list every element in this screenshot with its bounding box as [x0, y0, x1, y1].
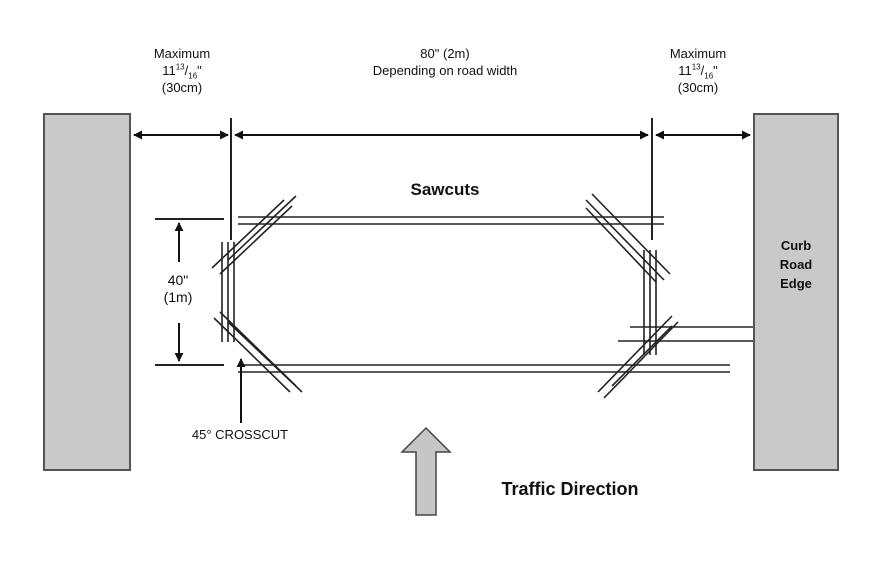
curb-label-line2: Road [779, 257, 813, 272]
height-dimension-label: 40" (1m) [156, 272, 200, 306]
center-dimension-line1: 80" (2m) [420, 46, 470, 61]
traffic-direction-arrow [400, 426, 452, 516]
curb-road-edge-label: Curb Road Edge [760, 236, 832, 293]
right-dimension-label: Maximum 1113/16" (30cm) [648, 45, 748, 96]
right-dimension-line1: Maximum [669, 46, 727, 61]
left-dimension-line2: 1113/16" [162, 62, 202, 81]
left-dimension-label: Maximum 1113/16" (30cm) [132, 45, 232, 96]
height-dimension-line2: (1m) [163, 289, 193, 305]
traffic-direction-label: Traffic Direction [501, 479, 639, 499]
curb-connector-lines [618, 326, 753, 342]
left-dimension-line3: (30cm) [161, 80, 203, 95]
height-dimension-line1: 40" [167, 272, 189, 288]
right-dimension-line3: (30cm) [677, 80, 719, 95]
sawcut-outline [211, 193, 730, 399]
curb-label-line3: Edge [780, 276, 812, 291]
curb-label-line1: Curb [780, 238, 812, 253]
left-dimension-line1: Maximum [153, 46, 211, 61]
center-dimension-label: 80" (2m) Depending on road width [330, 45, 560, 79]
right-curb [753, 113, 839, 471]
left-curb [43, 113, 131, 471]
center-dimension-line2: Depending on road width [372, 63, 518, 78]
crosscut-label: 45° CROSSCUT [191, 427, 289, 442]
sawcuts-label: Sawcuts [410, 180, 480, 199]
right-dimension-line2: 1113/16" [678, 62, 718, 81]
